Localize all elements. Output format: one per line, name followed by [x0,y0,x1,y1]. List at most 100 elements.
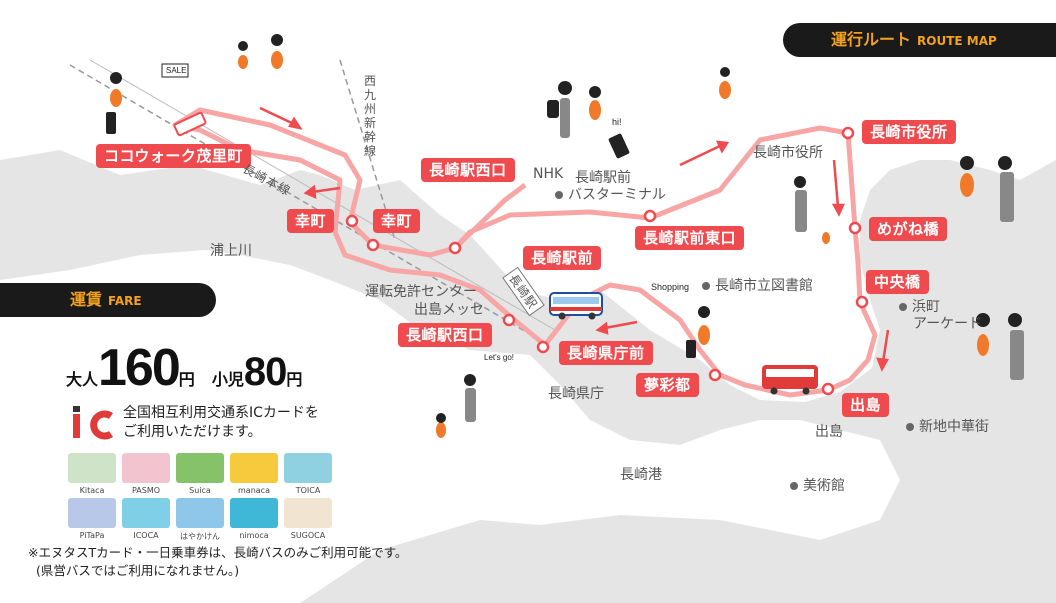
ic-card-name: PASMO [131,486,161,495]
route-start-marker [173,111,207,137]
ic-card-3 [176,453,224,483]
shopping-text: Shopping [651,282,689,292]
fare-header-subtitle: FARE [108,294,142,308]
fare-note: ※エヌタスTカード・一日乗車券は、長崎バスのみご利用可能です。 (県営バスではご… [28,544,407,580]
stop-chuobashi[interactable]: 中央橋 [866,270,929,294]
direction-arrows [259,106,890,372]
ic-line1: 全国相互利用交通系ICカードを [123,405,319,421]
place-license-center: 運転免許センター [365,284,477,301]
library-dot [702,282,710,290]
chinatown-label: 新地中華街 [919,419,989,435]
hamanomachi-dot [899,303,907,311]
note-line2: (県営バスではご利用になれません。) [36,563,240,578]
stop-nagasaki-mae[interactable]: 長崎駅前 [523,246,602,270]
stop-cocowalk[interactable]: ココウォーク茂里町 [96,144,251,168]
stop-shiyakusho[interactable]: 長崎市役所 [862,120,956,144]
place-bus-terminal: 長崎駅前 バスターミナル [555,170,666,204]
bus-route [172,107,878,398]
urakami-river-label: 浦上川 [210,243,252,259]
fare-prices: 大人160円 小児80円 [66,338,314,398]
fare-header-title: 運賃 [70,290,103,309]
port-label: 長崎港 [620,467,662,483]
stop-kencho[interactable]: 長崎県庁前 [559,341,653,365]
sea-area [0,250,900,603]
adult-price: 160 [98,339,181,397]
ic-card-5 [284,453,332,483]
stop-saiwai-1[interactable]: 幸町 [287,209,335,233]
museum-dot [790,482,798,490]
stop-markers [345,126,869,396]
bus-terminal-line1: 長崎駅前 [575,170,631,186]
place-city-office: 長崎市役所 [753,145,823,162]
ic-card-name: ICOCA [133,531,159,540]
ic-card-name: nimoca [239,531,269,540]
license-center-label: 運転免許センター [365,284,477,300]
sale-sign: SALE [166,66,186,75]
stop-nagasaki-east[interactable]: 長崎駅前東口 [635,226,745,250]
lets-go-text: Let's go! [484,353,514,362]
hi-text: hi! [612,117,622,127]
ic-card-9 [230,498,278,528]
museum-label: 美術館 [803,478,845,494]
kencho-label: 長崎県庁 [548,386,604,402]
place-chinatown: 新地中華街 [906,419,989,436]
stop-yumesaito[interactable]: 夢彩都 [636,373,699,397]
ic-card-7 [122,498,170,528]
stop-nagasaki-west-2[interactable]: 長崎駅西口 [398,323,492,347]
place-port: 長崎港 [620,467,662,484]
honsen-track [69,64,541,341]
chinatown-dot [906,423,914,431]
shinkansen-track [339,59,396,241]
ic-card-name: manaca [238,486,270,495]
route-header-subtitle: ROUTE MAP [917,34,997,48]
nhk-label: NHK [533,166,564,182]
place-hamanomachi: 浜町 アーケード [899,299,982,333]
ic-card-10 [284,498,332,528]
adult-label: 大人 [66,370,99,389]
hamanomachi-line1: 浜町 [912,299,940,315]
ic-card-name: Suica [189,486,211,495]
people-illustrations: SALE hi! Shopping Let's go! [106,34,1024,438]
bus-illustration-red [762,365,818,395]
ic-card-6 [68,498,116,528]
ic-card-2 [122,453,170,483]
ic-line2: ご利用いただけます。 [123,424,262,440]
child-price: 80 [243,350,287,394]
honsen-track-2 [89,59,556,331]
city-office-label: 長崎市役所 [753,145,823,161]
hamanomachi-line2: アーケード [913,316,983,332]
stop-saiwai-2[interactable]: 幸町 [373,209,421,233]
dejima-label: 出島 [815,424,843,440]
ic-card-4 [230,453,278,483]
stop-dejima[interactable]: 出島 [842,393,890,417]
ic-card-8 [176,498,224,528]
route-map-header: 運行ルート ROUTE MAP [783,23,1056,57]
ic-card-notice: 全国相互利用交通系ICカードを ご利用いただけます。 [123,404,319,442]
place-museum: 美術館 [790,478,845,495]
child-label: 小児 [211,370,244,389]
place-library: 長崎市立図書館 [702,278,813,295]
stop-meganebashi[interactable]: めがね橋 [869,217,948,241]
place-kencho: 長崎県庁 [548,386,604,403]
child-yen: 円 [286,370,303,389]
bus-terminal-line2: バスターミナル [568,187,666,203]
place-dejima: 出島 [815,424,843,441]
bus-illustration-blue [549,292,603,320]
library-label: 長崎市立図書館 [715,278,813,294]
ic-card-1 [68,453,116,483]
ic-card-name: SUGOCA [290,531,326,540]
ic-card-name: はやかけん [180,532,220,541]
adult-yen: 円 [178,370,195,389]
bus-route-branch [453,183,527,250]
place-dejima-messe: 出島メッセ [414,302,484,319]
ic-card-name: PiTaPa [79,531,105,540]
note-line1: ※エヌタスTカード・一日乗車券は、長崎バスのみご利用可能です。 [28,545,408,560]
fare-header: 運賃 FARE [0,283,216,317]
stop-nagasaki-west-1[interactable]: 長崎駅西口 [421,158,515,182]
ic-card-name: Kitaca [79,486,105,495]
shinkansen-label: 西九州新幹線 [364,74,378,158]
place-nhk: NHK [533,166,563,183]
route-header-title: 運行ルート [831,30,912,49]
ic-card-icon [73,406,113,440]
bus-terminal-dot [555,191,563,199]
